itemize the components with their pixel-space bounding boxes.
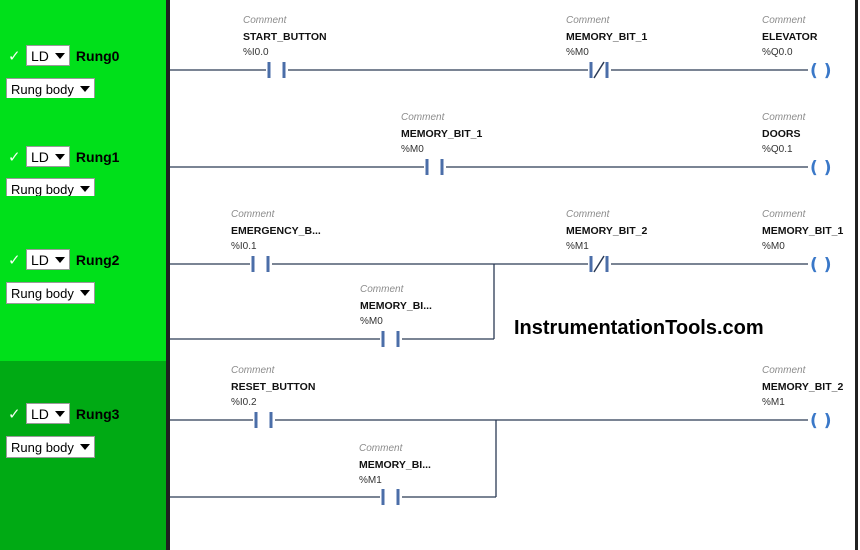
watermark: InstrumentationTools.com [514, 317, 764, 339]
rung-body-dropdown[interactable]: Rung body [6, 282, 95, 304]
caret-down-icon [54, 52, 65, 59]
rung-name: Rung2 [75, 251, 120, 268]
coil-symbol[interactable]: MEMORY_BIT_1 [762, 225, 844, 237]
comment-label: Comment [401, 112, 445, 123]
contact-address: %I0.0 [243, 47, 269, 58]
coil-icon: ( ) [810, 158, 831, 178]
left-power-rail [166, 0, 170, 550]
coil-address: %M0 [762, 241, 785, 252]
contact-symbol[interactable]: RESET_BUTTON [231, 381, 316, 393]
coil-symbol[interactable]: DOORS [762, 128, 801, 140]
nc-contact-icon [589, 61, 609, 79]
no-contact-icon [381, 489, 400, 505]
contact-address: %M0 [566, 47, 589, 58]
comment-label: Comment [762, 365, 806, 376]
no-contact-icon [381, 331, 400, 347]
caret-down-icon [79, 86, 90, 92]
language-dropdown[interactable]: LD [26, 45, 70, 66]
no-contact-icon [267, 62, 286, 78]
caret-down-icon [79, 186, 90, 192]
coil-icon: ( ) [810, 61, 831, 81]
check-icon: ✓ [8, 46, 21, 65]
comment-label: Comment [243, 15, 287, 26]
rung-name: Rung0 [75, 47, 120, 64]
contact-symbol[interactable]: MEMORY_BIT_1 [566, 31, 648, 43]
language-dropdown[interactable]: LD [26, 146, 70, 167]
coil-icon: ( ) [810, 255, 831, 275]
rung-body-dropdown-value: Rung body [11, 181, 74, 197]
rung-name: Rung1 [75, 148, 120, 165]
caret-down-icon [79, 444, 90, 450]
rung-panel-2[interactable]: ✓ LD Rung2 Rung body [0, 196, 166, 361]
rung-body-dropdown-value: Rung body [11, 81, 74, 97]
coil-address: %Q0.1 [762, 144, 793, 155]
caret-down-icon [54, 153, 65, 160]
check-icon: ✓ [8, 147, 21, 166]
comment-label: Comment [762, 15, 806, 26]
rung-sidebar: ✓ LD Rung0 Rung body ✓ LD Rung1 Rung bod… [0, 0, 166, 550]
language-dropdown-value: LD [31, 47, 49, 64]
contact-address: %M1 [359, 475, 382, 486]
rung-body-dropdown[interactable]: Rung body [6, 436, 95, 458]
language-dropdown[interactable]: LD [26, 403, 70, 424]
language-dropdown-value: LD [31, 251, 49, 268]
coil-icon: ( ) [810, 411, 831, 431]
contact-address: %I0.2 [231, 397, 257, 408]
comment-label: Comment [231, 365, 275, 376]
coil-address: %M1 [762, 397, 785, 408]
coil-symbol[interactable]: MEMORY_BIT_2 [762, 381, 844, 393]
rung-panel-1[interactable]: ✓ LD Rung1 Rung body [0, 98, 166, 200]
comment-label: Comment [359, 443, 403, 454]
comment-label: Comment [360, 284, 404, 295]
comment-label: Comment [762, 112, 806, 123]
check-icon: ✓ [8, 404, 21, 423]
contact-address: %M1 [566, 241, 589, 252]
nc-contact-icon [589, 255, 609, 273]
contact-symbol[interactable]: EMERGENCY_B... [231, 225, 321, 237]
language-dropdown-value: LD [31, 405, 49, 422]
coil-symbol[interactable]: ELEVATOR [762, 31, 818, 43]
rung-panel-3[interactable]: ✓ LD Rung3 Rung body [0, 361, 166, 550]
contact-symbol[interactable]: MEMORY_BI... [359, 459, 431, 471]
caret-down-icon [79, 290, 90, 296]
coil-address: %Q0.0 [762, 47, 793, 58]
comment-label: Comment [566, 209, 610, 220]
rung-name: Rung3 [75, 405, 120, 422]
rung-body-dropdown-value: Rung body [11, 439, 74, 455]
rung-body-dropdown-value: Rung body [11, 285, 74, 301]
no-contact-icon [251, 256, 270, 272]
contact-symbol[interactable]: MEMORY_BIT_1 [401, 128, 483, 140]
right-border [855, 0, 858, 550]
caret-down-icon [54, 256, 65, 263]
contact-symbol[interactable]: START_BUTTON [243, 31, 327, 43]
no-contact-icon [425, 159, 444, 175]
contact-address: %I0.1 [231, 241, 257, 252]
contact-symbol[interactable]: MEMORY_BIT_2 [566, 225, 648, 237]
comment-label: Comment [762, 209, 806, 220]
check-icon: ✓ [8, 250, 21, 269]
language-dropdown-value: LD [31, 148, 49, 165]
contact-address: %M0 [401, 144, 424, 155]
caret-down-icon [54, 410, 65, 417]
language-dropdown[interactable]: LD [26, 249, 70, 270]
comment-label: Comment [566, 15, 610, 26]
comment-label: Comment [231, 209, 275, 220]
contact-symbol[interactable]: MEMORY_BI... [360, 300, 432, 312]
contact-address: %M0 [360, 316, 383, 327]
no-contact-icon [254, 412, 273, 428]
